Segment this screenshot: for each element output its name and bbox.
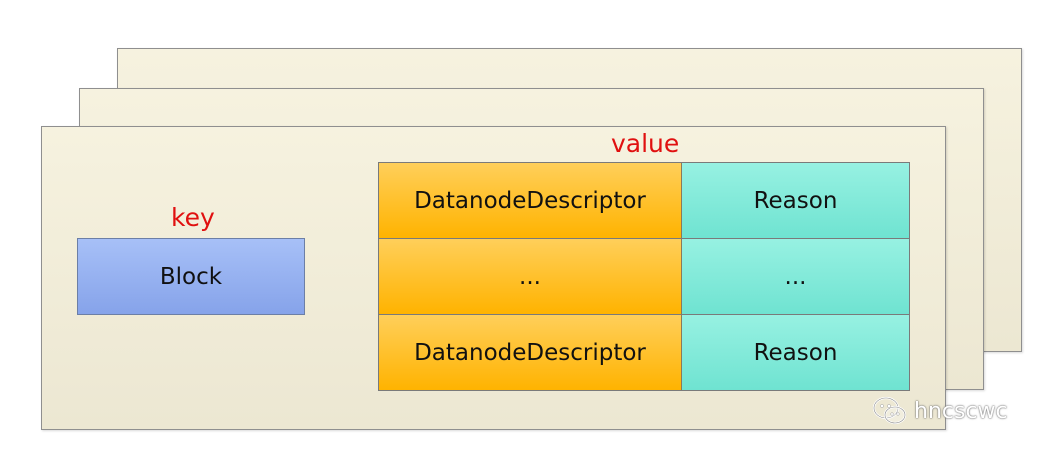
key-label: key [171, 203, 215, 232]
reason-cell: Reason [682, 315, 909, 390]
watermark-text: hncscwc [914, 398, 1008, 424]
block-key-box: Block [77, 238, 305, 315]
reason-cell: Reason [682, 163, 909, 239]
reason-cell: ... [682, 239, 909, 315]
reason-label: Reason [753, 187, 838, 214]
descriptor-label: DatanodeDescriptor [414, 339, 646, 366]
reason-label: ... [784, 263, 807, 290]
block-label: Block [159, 263, 223, 290]
descriptor-cell: DatanodeDescriptor [379, 315, 682, 390]
descriptor-cell: DatanodeDescriptor [379, 163, 682, 239]
reason-label: Reason [753, 339, 838, 366]
watermark: hncscwc [872, 396, 1008, 426]
descriptor-label: ... [519, 263, 541, 290]
value-label: value [611, 129, 680, 158]
descriptor-cell: ... [379, 239, 682, 315]
wechat-icon [872, 396, 908, 426]
value-table: DatanodeDescriptor Reason ... ... Datano… [378, 162, 910, 391]
descriptor-label: DatanodeDescriptor [414, 187, 646, 214]
